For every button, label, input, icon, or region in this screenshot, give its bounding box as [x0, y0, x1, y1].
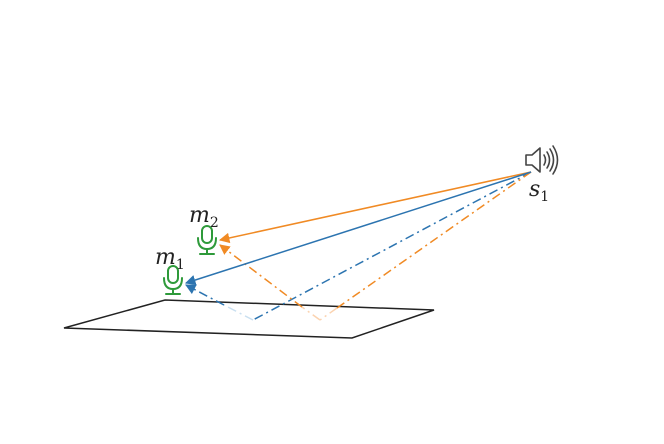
speaker-icon [525, 145, 559, 175]
direct-path-blue [185, 171, 532, 286]
direct-path-orange [218, 171, 532, 244]
reflected-path-blue-bounce-faint [223, 304, 254, 321]
reflected-path-orange-bounce [219, 244, 303, 308]
reflected-path-blue-incident [252, 171, 532, 321]
reflected-path-orange-bounce-faint [301, 306, 321, 321]
mic1-label: m1 [155, 245, 185, 273]
reflected-path-orange-incident [336, 171, 532, 309]
source-label: s1 [529, 177, 549, 205]
reflected-path-orange-incident-faint [319, 307, 338, 321]
microphone-icon-m2 [197, 225, 217, 255]
microphone-icon-m1 [163, 265, 183, 295]
mic2-label: m2 [189, 203, 219, 231]
reflecting-plane [63, 299, 435, 339]
reflected-path-blue-bounce [185, 284, 225, 306]
